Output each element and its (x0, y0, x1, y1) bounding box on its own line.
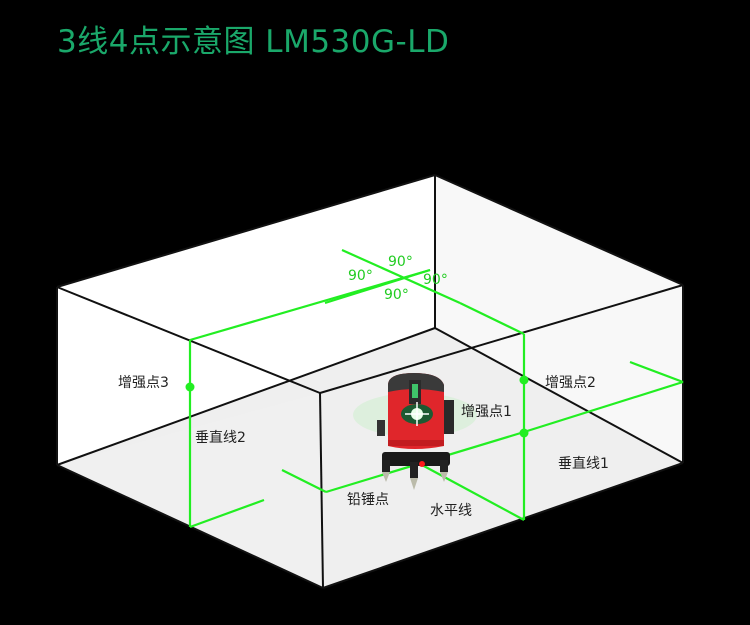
page-title: 3线4点示意图 LM530G-LD (57, 24, 450, 60)
back-right-wall (435, 175, 683, 463)
angle-label-bottom: 90° (384, 287, 409, 303)
laser-level-icon (353, 373, 477, 490)
boost-point-1-dot (519, 428, 529, 438)
horizontal-line-label: 水平线 (430, 503, 472, 519)
back-left-wall (57, 175, 435, 465)
angle-label-top: 90° (388, 254, 413, 270)
boost-point-3-dot (185, 382, 195, 392)
boost-point-1-label: 增强点1 (461, 404, 512, 420)
plumb-point-dot (419, 461, 425, 467)
plumb-point-label: 铅锤点 (347, 492, 389, 508)
boost-point-2-dot (519, 375, 529, 385)
vertical-line-1-label: 垂直线1 (558, 456, 609, 472)
angle-label-right: 90° (423, 272, 448, 288)
boost-point-2-label: 增强点2 (545, 375, 596, 391)
boost-point-3-label: 增强点3 (118, 375, 169, 391)
vertical-line-2-label: 垂直线2 (195, 430, 246, 446)
laser-lines (188, 248, 684, 529)
angle-label-left: 90° (348, 268, 373, 284)
